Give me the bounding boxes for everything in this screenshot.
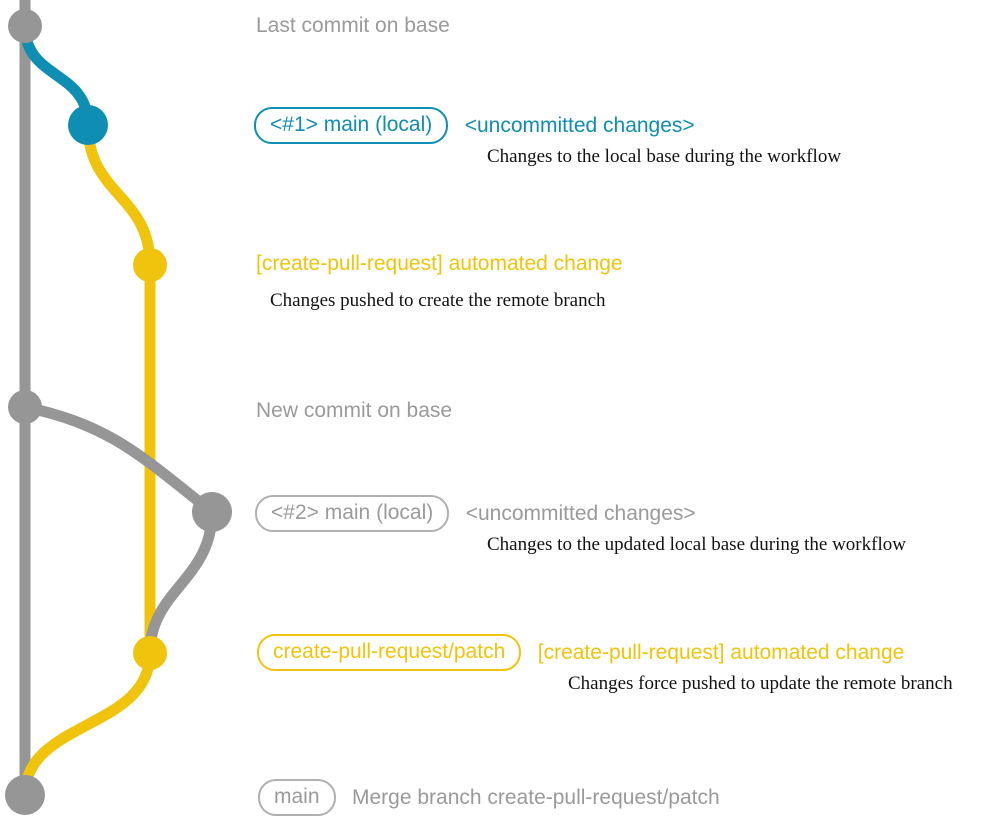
commit-row-automated-change-2: create-pull-request/patch [create-pull-r… — [257, 634, 904, 671]
commit-subject-new-commit-on-base: New commit on base — [256, 399, 453, 422]
ref-pill-local-main-2[interactable]: <#2> main (local) — [255, 495, 450, 532]
local-copy-2-to-patch-line — [144, 506, 218, 659]
ref-pill-create-pull-request-patch[interactable]: create-pull-request/patch — [257, 634, 522, 671]
commit-row-local-2: <#2> main (local) <uncommitted changes> — [255, 495, 696, 532]
commit-row-merge: main Merge branch create-pull-request/pa… — [258, 779, 720, 816]
local-working-copy-2-node[interactable] — [192, 492, 232, 532]
base-head-commit-node[interactable] — [8, 9, 42, 43]
patch-merge-line — [19, 647, 156, 801]
patch-branch-commit-2-node[interactable] — [133, 636, 167, 670]
merge-commit-node[interactable] — [5, 775, 45, 815]
commit-row-automated-change-1: [create-pull-request] automated change — [256, 252, 623, 276]
patch-branch-commit-1-node[interactable] — [133, 248, 167, 282]
commit-note-local-2: Changes to the updated local base during… — [487, 534, 906, 555]
ref-pill-local-main-1[interactable]: <#1> main (local) — [254, 107, 449, 144]
commit-note-automated-change-2: Changes force pushed to update the remot… — [568, 673, 953, 694]
new-base-commit-node[interactable] — [8, 390, 42, 424]
commit-subject-local-1: <uncommitted changes> — [464, 113, 695, 137]
commit-subject-local-2: <uncommitted changes> — [465, 501, 696, 525]
patch-branch-line-upper — [82, 119, 156, 271]
commit-subject-automated-change-1: [create-pull-request] automated change — [256, 252, 623, 275]
commit-note-automated-change-1: Changes pushed to create the remote bran… — [270, 290, 606, 311]
local-working-copy-1-node[interactable] — [68, 105, 108, 145]
commit-subject-automated-change-2: [create-pull-request] automated change — [537, 640, 905, 664]
commit-subject-merge: Merge branch create-pull-request/patch — [351, 785, 720, 809]
commit-subject-last-commit-on-base: Last commit on base — [256, 14, 450, 37]
commit-note-local-1: Changes to the local base during the wor… — [487, 146, 842, 167]
commit-row-local-1: <#1> main (local) <uncommitted changes> — [254, 107, 695, 144]
local-copy-2-branch-line — [19, 401, 218, 518]
ref-pill-main[interactable]: main — [258, 779, 336, 816]
